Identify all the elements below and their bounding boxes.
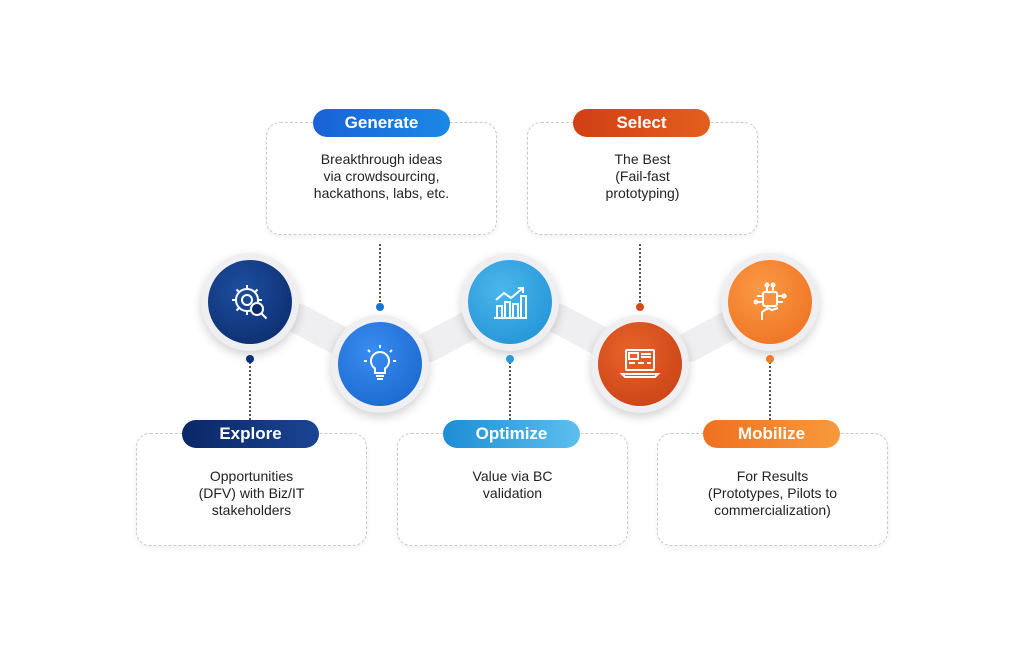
laptop-dashboard-icon: [619, 349, 661, 378]
explore-label: Explore: [182, 420, 319, 448]
select-connector: [639, 244, 641, 302]
mobilize-disc: [728, 260, 812, 344]
growth-chart-icon: [494, 287, 527, 319]
generate-disc: [338, 322, 422, 406]
ai-hand-icon: [753, 282, 787, 320]
generate-connector: [379, 244, 381, 302]
explore-description: Opportunities (DFV) with Biz/IT stakehol…: [198, 468, 305, 518]
generate-card: Breakthrough ideas via crowdsourcing, ha…: [266, 122, 497, 235]
explore-connector: [249, 362, 251, 428]
mobilize-label: Mobilize: [703, 420, 840, 448]
generate-dot: [376, 303, 384, 311]
optimize-card: Value via BC validation: [397, 433, 628, 546]
optimize-dot: [506, 355, 514, 363]
mobilize-dot: [766, 355, 774, 363]
mobilize-connector: [769, 362, 771, 428]
select-dot: [636, 303, 644, 311]
explore-card: Opportunities (DFV) with Biz/IT stakehol…: [136, 433, 367, 546]
optimize-description: Value via BC validation: [472, 468, 553, 501]
explore-disc: [208, 260, 292, 344]
select-description: The Best (Fail-fast prototyping): [605, 151, 680, 201]
explore-dot: [246, 355, 254, 363]
mobilize-description: For Results (Prototypes, Pilots to comme…: [707, 468, 838, 518]
gear-search-icon: [232, 285, 268, 320]
generate-label: Generate: [313, 109, 450, 137]
select-card: The Best (Fail-fast prototyping): [527, 122, 758, 235]
optimize-connector: [509, 362, 511, 428]
optimize-label: Optimize: [443, 420, 580, 448]
generate-description: Breakthrough ideas via crowdsourcing, ha…: [313, 151, 450, 201]
select-label: Select: [573, 109, 710, 137]
mobilize-card: For Results (Prototypes, Pilots to comme…: [657, 433, 888, 546]
lightbulb-icon: [364, 345, 396, 380]
